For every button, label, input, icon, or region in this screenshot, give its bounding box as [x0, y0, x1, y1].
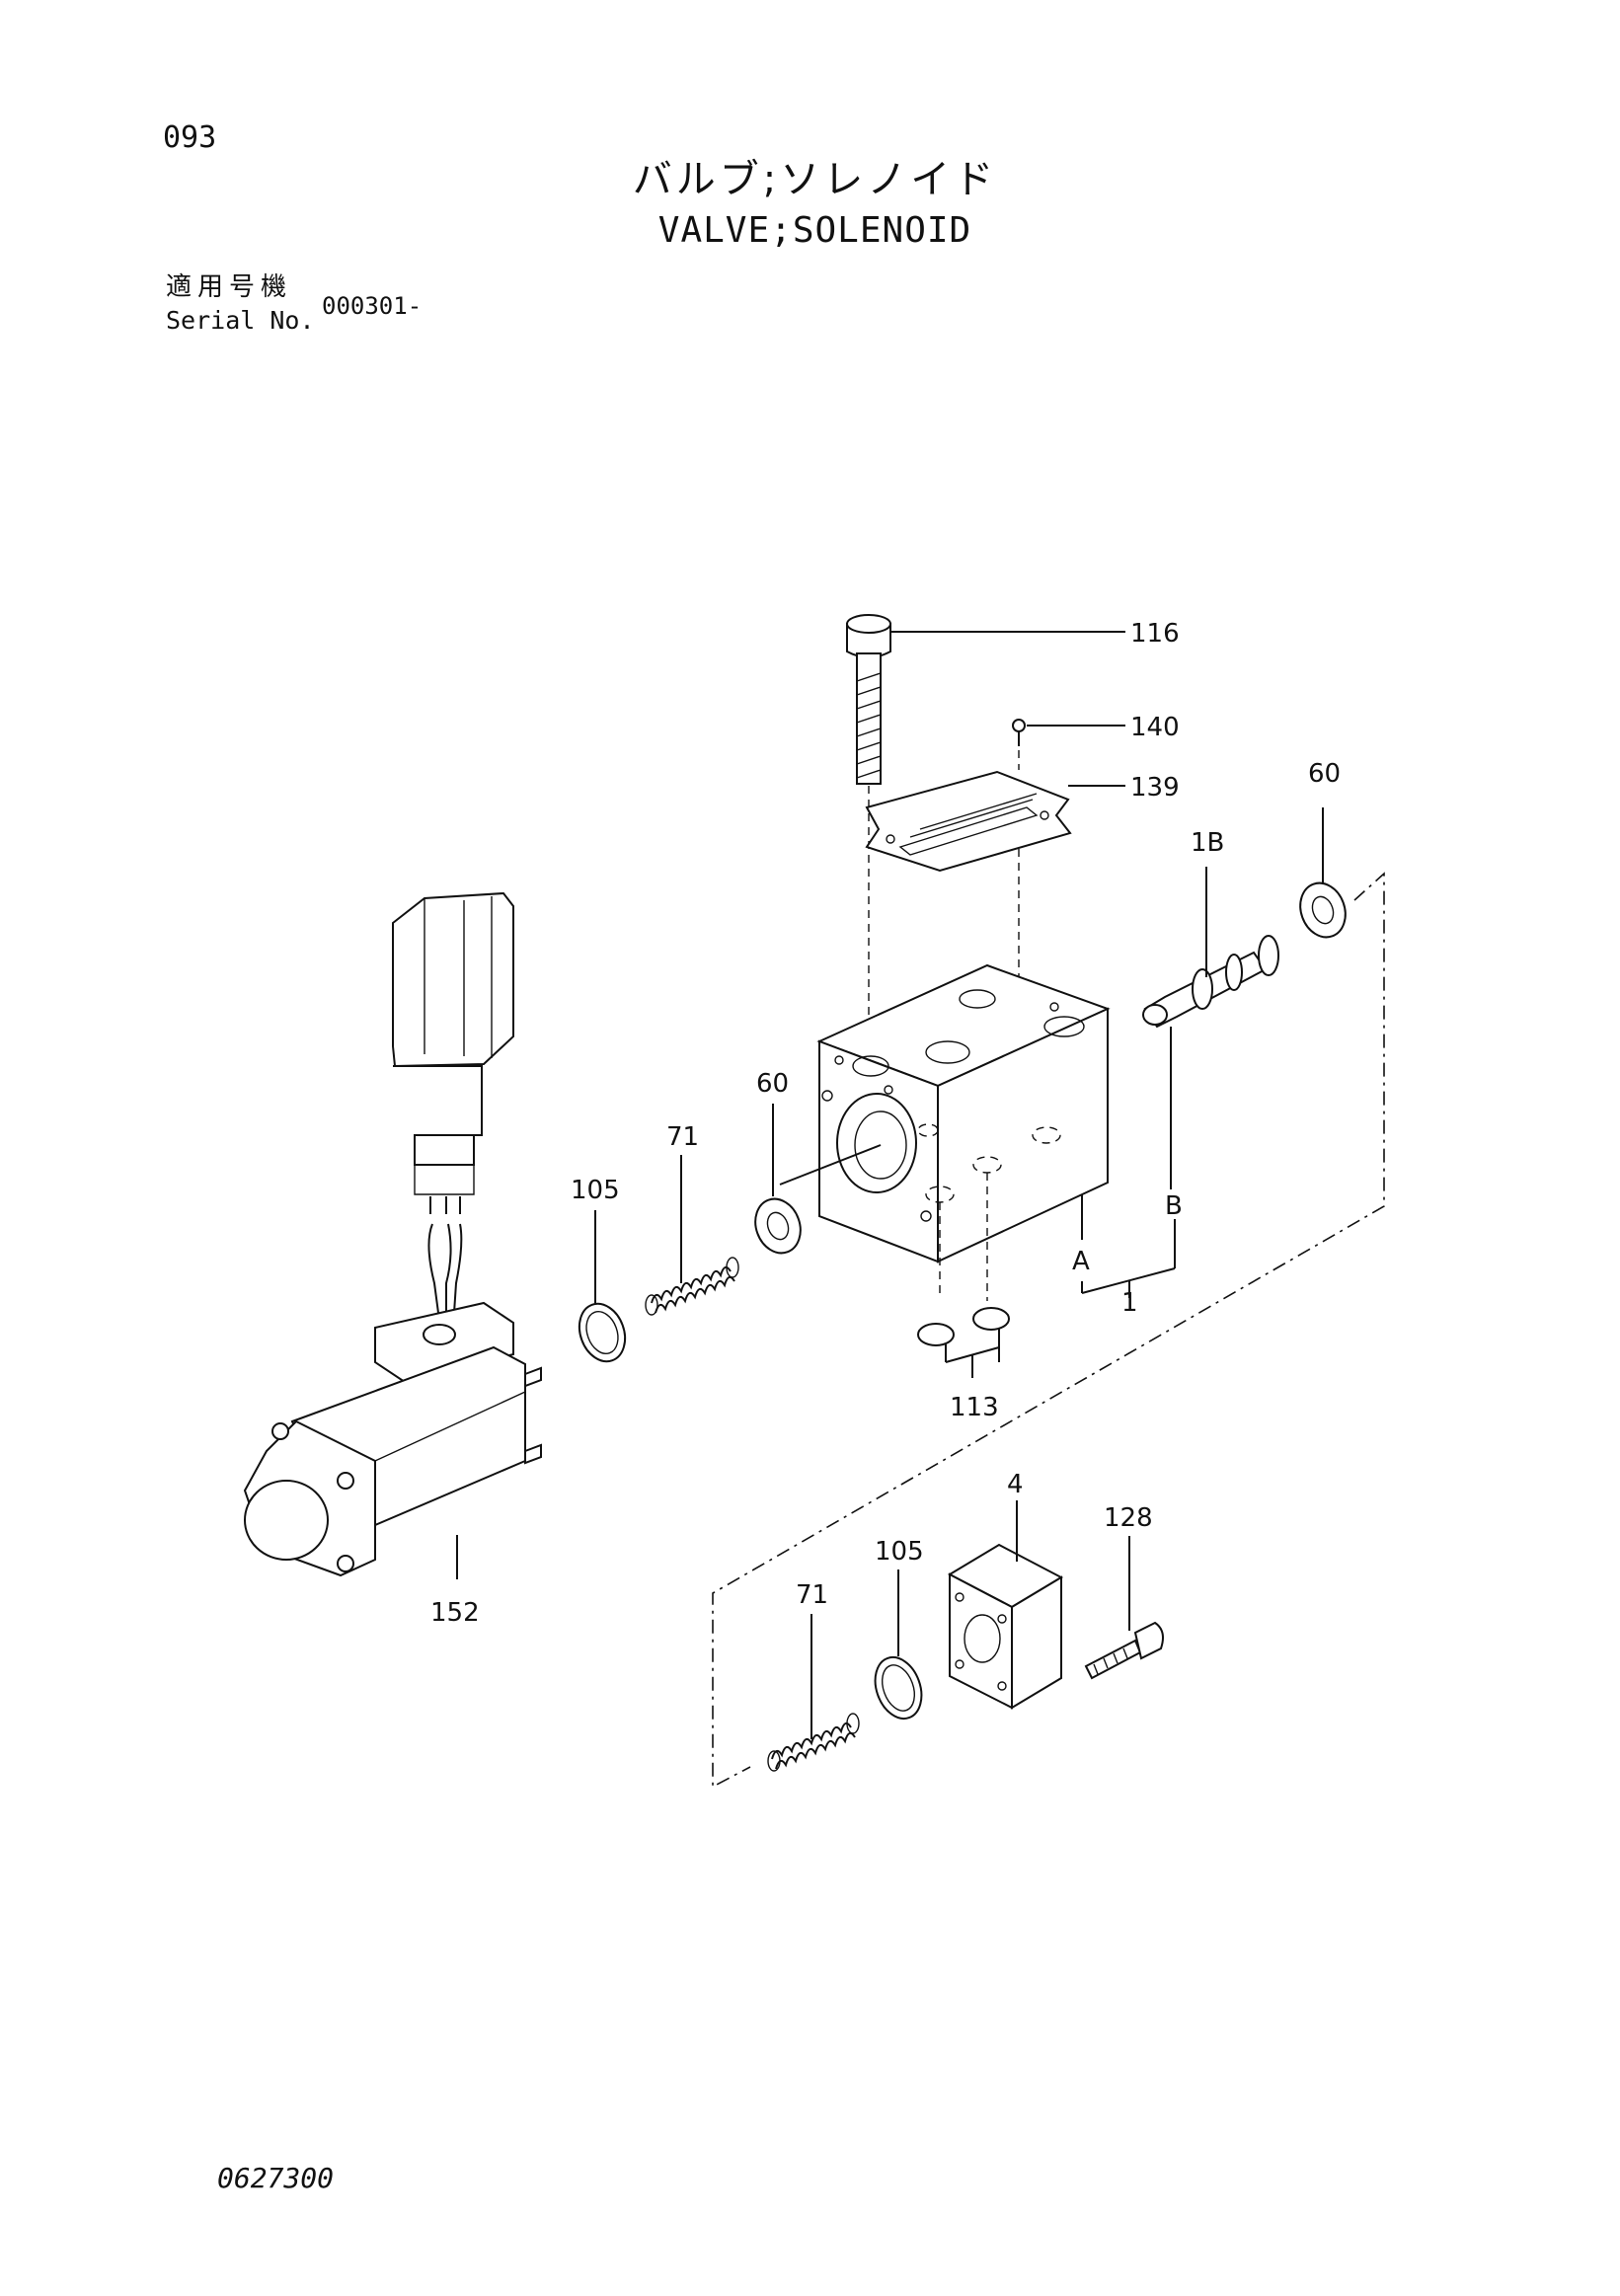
title-block: バルブ;ソレノイド VALVE;SOLENOID: [0, 156, 1620, 253]
title-japanese: バルブ;ソレノイド: [632, 157, 998, 202]
solenoid-152: [243, 1301, 542, 1579]
drawing-number: 0627300: [217, 2162, 335, 2194]
oring-105-bottom: [874, 1569, 923, 1720]
bolt-116: [846, 614, 1125, 1076]
nameplate-139: [865, 770, 1125, 997]
serial-value: 000301-: [322, 292, 423, 320]
callout-b: B: [1165, 1191, 1183, 1221]
serial-label-japanese: 適用号機: [166, 272, 293, 302]
callout-105-bottom: 105: [875, 1537, 924, 1567]
bolt-128: [1084, 1536, 1164, 1680]
callout-60-top: 60: [1308, 759, 1341, 789]
spring-71-bottom: [767, 1614, 860, 1772]
orings-113: [917, 1307, 1010, 1378]
serial-label-english: Serial No.: [166, 306, 315, 335]
connector-harness: [392, 891, 514, 1314]
valve-body: [779, 963, 1176, 1301]
oring-105-top: [578, 1210, 627, 1363]
check-valve-1b: [1142, 867, 1279, 1189]
callout-139: 139: [1130, 773, 1180, 803]
callout-105-top: 105: [571, 1176, 620, 1205]
page-number: 093: [163, 120, 217, 155]
cover-4: [947, 1500, 1064, 1710]
assembly-centerline: [712, 872, 1385, 1789]
title-english: VALVE;SOLENOID: [657, 210, 972, 251]
callout-116: 116: [1130, 619, 1180, 649]
callout-60-left: 60: [756, 1069, 789, 1099]
callout-1b: 1B: [1191, 828, 1224, 858]
rivet-140: [1012, 719, 1125, 770]
washer-60-left: [754, 1104, 802, 1255]
callout-1: 1: [1121, 1288, 1138, 1318]
callout-128: 128: [1104, 1503, 1153, 1533]
callout-152: 152: [430, 1598, 480, 1628]
callout-a: A: [1072, 1247, 1090, 1276]
callout-4: 4: [1007, 1470, 1024, 1499]
washer-60-top: [1299, 807, 1347, 939]
spring-71-top: [645, 1155, 739, 1316]
callout-71-top: 71: [666, 1122, 699, 1152]
serial-labels: 適用号機 Serial No.: [166, 270, 315, 338]
callout-113: 113: [950, 1393, 999, 1422]
callout-140: 140: [1130, 713, 1180, 742]
callout-71-bottom: 71: [796, 1580, 828, 1610]
